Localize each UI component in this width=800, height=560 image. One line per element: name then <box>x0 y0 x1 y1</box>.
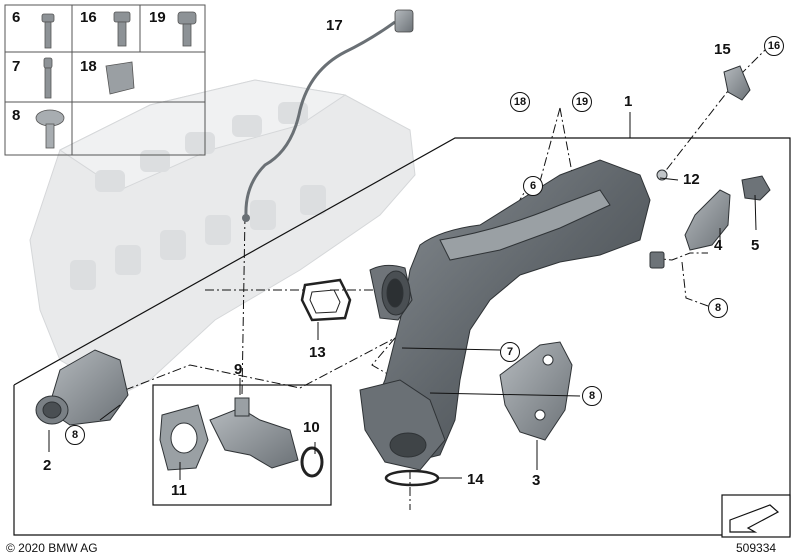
bracket-part-3 <box>499 341 573 441</box>
gasket-13 <box>300 278 352 322</box>
stud-icon <box>43 57 53 99</box>
circled-callout-8-right: 8 <box>708 298 728 318</box>
callout-12: 12 <box>683 171 700 188</box>
callout-9: 9 <box>234 361 243 378</box>
clip-small <box>649 251 665 269</box>
legend-label-18: 18 <box>80 58 97 75</box>
callout-4: 4 <box>714 237 723 254</box>
legend-label-7: 7 <box>12 58 21 75</box>
circled-callout-8-bracket: 8 <box>582 386 602 406</box>
valve-part-12 <box>656 169 668 181</box>
callout-11: 11 <box>171 482 187 499</box>
gasket-part-14 <box>384 469 440 487</box>
callout-1: 1 <box>624 93 633 110</box>
sensor-connector <box>394 9 414 33</box>
egr-valve-part-2 <box>35 349 129 426</box>
bolt-icon <box>41 13 55 49</box>
sensor-wire <box>244 20 396 216</box>
legend-label-8: 8 <box>12 107 21 124</box>
screw-icon <box>35 109 65 149</box>
callout-13: 13 <box>309 344 326 361</box>
sensor-part-15 <box>723 65 751 101</box>
circled-callout-7: 7 <box>500 342 520 362</box>
intake-manifold <box>369 159 651 466</box>
callout-5: 5 <box>751 237 760 254</box>
sensor-tip <box>242 214 250 222</box>
gasket-part-11 <box>159 404 209 471</box>
callout-10: 10 <box>303 419 320 436</box>
callout-14: 14 <box>467 471 484 488</box>
o-ring-part-10 <box>300 446 324 478</box>
legend-label-6: 6 <box>12 9 21 26</box>
diagram-id: 509334 <box>736 541 777 555</box>
copyright-text: © 2020 BMW AG <box>6 541 98 555</box>
bolt-icon <box>177 11 197 47</box>
callout-2: 2 <box>43 457 52 474</box>
circled-callout-18: 18 <box>510 92 530 112</box>
circled-callout-6: 6 <box>523 176 543 196</box>
circled-callout-16: 16 <box>764 36 784 56</box>
callout-15: 15 <box>714 41 731 58</box>
bracket-part-4 <box>684 189 731 251</box>
legend-label-16: 16 <box>80 9 97 26</box>
pipe-part-9 <box>209 397 299 469</box>
callout-3: 3 <box>532 472 541 489</box>
legend-label-19: 19 <box>149 9 166 26</box>
circled-callout-8-valve: 8 <box>65 425 85 445</box>
clip-part-5 <box>741 175 771 201</box>
clip-nut-icon <box>105 61 135 95</box>
manifold-elbow <box>359 379 446 471</box>
circled-callout-19: 19 <box>572 92 592 112</box>
legend-grid <box>4 4 206 156</box>
engine-block-ghost <box>29 79 416 396</box>
callout-17: 17 <box>326 17 343 34</box>
leader-lines <box>48 177 757 480</box>
bolt-icon <box>113 11 131 47</box>
direction-arrow-icon <box>721 494 791 538</box>
